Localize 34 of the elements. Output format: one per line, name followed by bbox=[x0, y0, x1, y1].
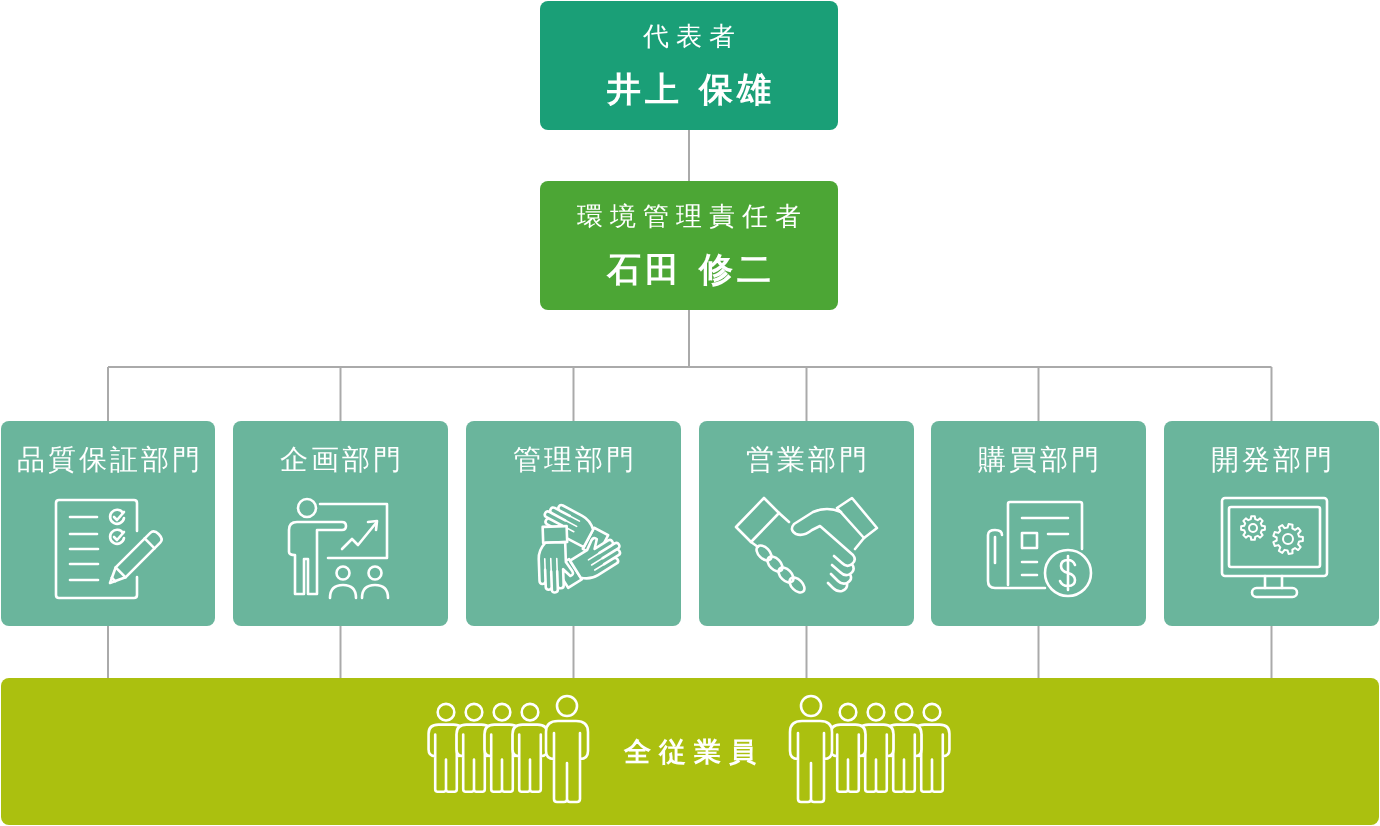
department-name: 購買部門 bbox=[977, 442, 1102, 478]
person-name: 石田 修二 bbox=[605, 248, 775, 291]
employees-bar bbox=[1, 678, 1379, 825]
connector-line bbox=[1270, 366, 1273, 422]
connector-line bbox=[339, 625, 342, 679]
department-name: 営業部門 bbox=[745, 442, 870, 478]
department-box bbox=[1, 421, 215, 626]
connector-line bbox=[805, 366, 808, 422]
person-name: 井上 保雄 bbox=[606, 68, 775, 111]
department-box bbox=[699, 421, 914, 626]
connector-line bbox=[339, 366, 342, 422]
department-name: 企画部門 bbox=[279, 442, 404, 478]
connector-line bbox=[107, 309, 1273, 368]
connector-line bbox=[805, 625, 808, 679]
department-name: 開発部門 bbox=[1210, 442, 1335, 478]
department-box bbox=[466, 421, 681, 626]
connector-line bbox=[1037, 625, 1040, 679]
role-title: 環境管理責任者 bbox=[576, 200, 808, 233]
department-name: 品質保証部門 bbox=[15, 442, 203, 478]
connector-line bbox=[688, 129, 690, 182]
connector-line bbox=[572, 625, 575, 679]
connector-line bbox=[1037, 366, 1040, 422]
department-box bbox=[1164, 421, 1379, 626]
connector-line bbox=[572, 366, 575, 422]
connector-line bbox=[107, 625, 109, 679]
group-label: 全従業員 bbox=[623, 734, 764, 769]
connector-line bbox=[107, 366, 109, 422]
department-name: 管理部門 bbox=[512, 442, 637, 478]
role-box bbox=[540, 181, 838, 310]
role-title: 代表者 bbox=[642, 20, 742, 53]
department-box bbox=[931, 421, 1146, 626]
connector-line bbox=[1270, 625, 1273, 679]
department-box bbox=[233, 421, 448, 626]
role-box bbox=[540, 1, 838, 130]
